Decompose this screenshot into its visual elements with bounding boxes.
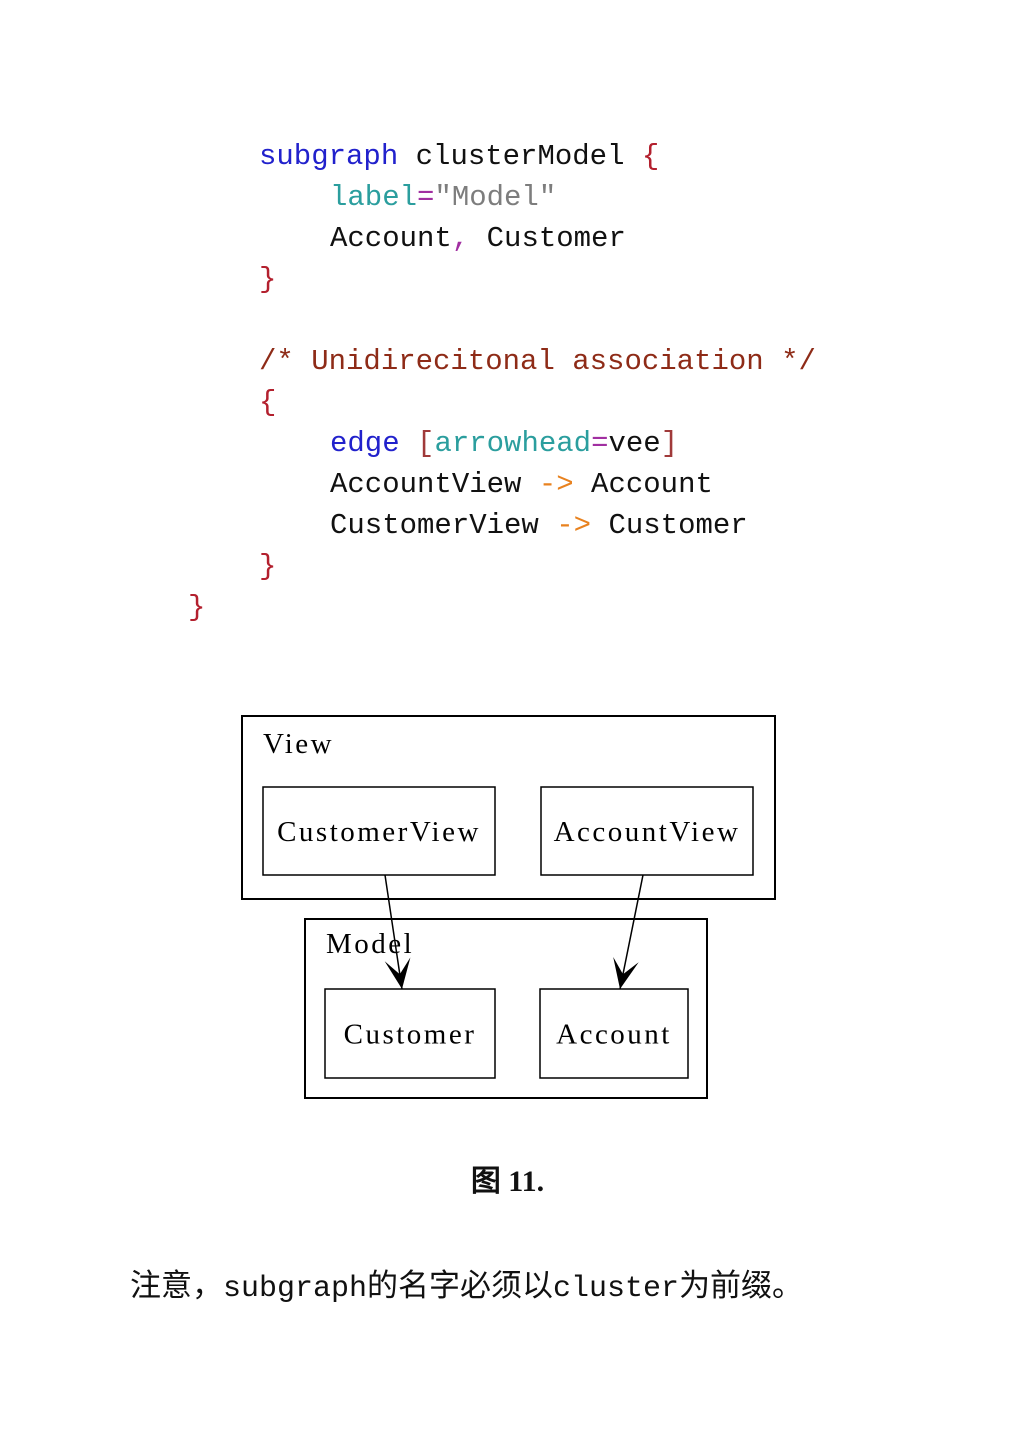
code-token-brace: {	[641, 140, 660, 173]
code-token-plain: Customer	[591, 509, 748, 542]
code-token-bracket: ]	[660, 427, 679, 460]
code-line: CustomerView -> Customer	[188, 505, 816, 546]
code-line: subgraph clusterModel {	[188, 136, 816, 177]
note-segment-cjk: 的名字必须以	[367, 1268, 554, 1303]
note-segment-cjk: 为前缀。	[679, 1268, 804, 1303]
code-token-operator_eq: =	[591, 427, 609, 460]
code-token-keyword: edge	[330, 427, 400, 460]
note-paragraph: 注意，subgraph的名字必须以cluster为前缀。	[130, 1260, 803, 1306]
code-token-brace: }	[188, 591, 206, 624]
node-label-customerview: CustomerView	[277, 816, 481, 848]
code-token-plain: Account	[573, 468, 713, 501]
node-label-account: Account	[556, 1019, 672, 1051]
cluster-box-view	[241, 715, 776, 900]
code-token-brace: }	[259, 263, 277, 296]
node-box-account	[539, 988, 689, 1079]
code-token-brace: {	[259, 386, 277, 419]
node-box-customer	[324, 988, 496, 1079]
node-box-customerview	[262, 786, 496, 876]
code-token-plain: AccountView	[330, 468, 522, 501]
edge-arrowhead-vee	[384, 957, 411, 989]
code-token-attribute: arrowhead	[434, 427, 592, 460]
code-token-plain	[539, 509, 556, 542]
code-line: }	[188, 546, 816, 587]
code-token-operator_arrow: ->	[556, 509, 592, 542]
edge-arrowhead-vee	[613, 957, 639, 989]
node-label-customer: Customer	[344, 1019, 477, 1051]
cluster-label-model: Model	[326, 928, 414, 960]
code-line	[188, 300, 816, 341]
code-line: {	[188, 382, 816, 423]
code-token-operator_eq: =	[417, 181, 435, 214]
code-token-attribute: label	[330, 181, 418, 214]
code-line: AccountView -> Account	[188, 464, 816, 505]
code-line: /* Unidirecitonal association */	[188, 341, 816, 382]
code-token-plain	[521, 468, 538, 501]
code-token-brace: }	[259, 550, 277, 583]
code-token-plain: CustomerView	[330, 509, 539, 542]
code-line: edge [arrowhead=vee]	[188, 423, 816, 464]
edge-line-customerview-to-customer	[384, 874, 403, 990]
edge-line-accountview-to-account	[619, 874, 644, 990]
note-segment-mono: cluster	[553, 1272, 680, 1306]
code-token-string: "Model"	[434, 181, 557, 214]
code-token-comment: /* Unidirecitonal association */	[259, 345, 816, 378]
code-token-plain	[400, 427, 417, 460]
code-token-plain: Customer	[469, 222, 626, 255]
code-token-plain	[398, 140, 415, 173]
code-token-plain: clusterModel	[415, 140, 625, 173]
code-line: Account, Customer	[188, 218, 816, 259]
code-token-keyword: subgraph	[259, 140, 399, 173]
code-line: }	[188, 259, 816, 300]
code-token-operator_arrow: ->	[538, 468, 574, 501]
node-box-accountview	[540, 786, 754, 876]
node-label-accountview: AccountView	[554, 816, 741, 848]
figure-caption: 图 11.	[470, 1165, 545, 1198]
cluster-label-view: View	[263, 728, 334, 760]
code-token-bracket: [	[417, 427, 435, 460]
code-line: label="Model"	[188, 177, 816, 218]
code-token-operator_eq: ,	[451, 222, 470, 255]
code-token-plain: vee	[608, 427, 661, 460]
dot-code-block: subgraph clusterModel {label="Model"Acco…	[188, 136, 816, 628]
code-token-plain: Account	[330, 222, 452, 255]
code-token-plain	[624, 140, 641, 173]
cluster-box-model	[304, 918, 708, 1099]
note-segment-cjk: 注意，	[130, 1268, 223, 1303]
note-segment-mono: subgraph	[223, 1272, 368, 1306]
code-line: }	[188, 587, 816, 628]
